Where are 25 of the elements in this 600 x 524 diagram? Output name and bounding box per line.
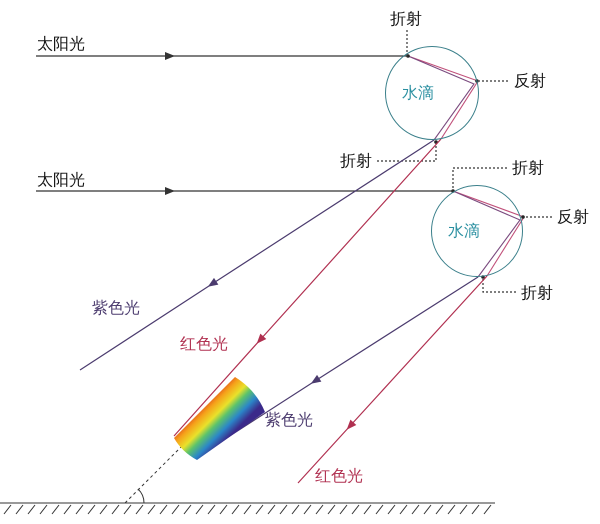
light-ray-arrow bbox=[36, 187, 453, 195]
edge-label: 太阳光 bbox=[37, 34, 85, 55]
leader-line bbox=[525, 216, 552, 218]
leader-line bbox=[482, 278, 516, 293]
light-ray-arrow bbox=[298, 276, 488, 484]
leader-line bbox=[479, 80, 508, 82]
callout-label: 折射 bbox=[390, 8, 422, 30]
droplet-label: 水滴 bbox=[448, 220, 480, 242]
callout-label: 反射 bbox=[557, 206, 589, 228]
edge-label: 红色光 bbox=[180, 334, 228, 355]
edge-label: 太阳光 bbox=[37, 170, 85, 191]
leader-line bbox=[452, 167, 507, 190]
callout-label: 折射 bbox=[340, 150, 372, 172]
leader-line bbox=[406, 30, 408, 55]
callout-label: 反射 bbox=[514, 70, 546, 92]
callout-label: 折射 bbox=[521, 282, 553, 304]
light-ray-arrow bbox=[80, 140, 434, 370]
leader-line bbox=[377, 142, 437, 162]
edge-label: 红色光 bbox=[315, 466, 363, 487]
edge-label: 紫色光 bbox=[265, 410, 313, 431]
light-ray-arrow bbox=[36, 52, 408, 60]
droplet-label: 水滴 bbox=[402, 82, 434, 104]
light-ray-arrow bbox=[174, 138, 442, 436]
edge-label: 紫色光 bbox=[92, 298, 140, 319]
callout-label: 折射 bbox=[512, 158, 544, 178]
